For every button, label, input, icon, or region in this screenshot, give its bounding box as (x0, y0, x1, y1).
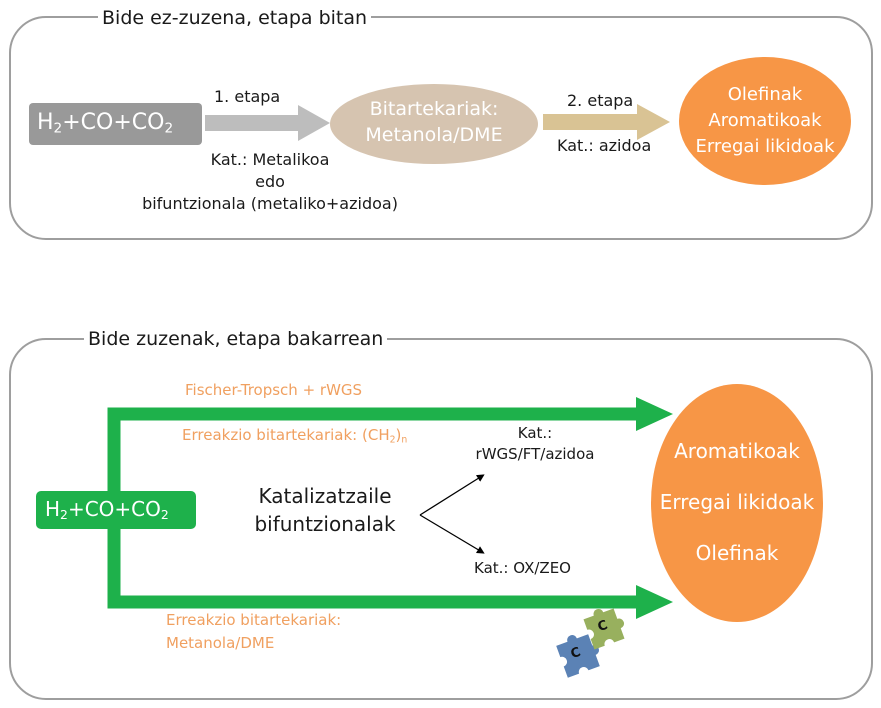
catalyst-center-line2: bifuntzionalak (254, 512, 396, 536)
upper-route-line (107, 407, 640, 496)
upper-route-intermediates: Erreakzio bitartekariak: (CH2)n (182, 426, 408, 446)
intermediate-line1: Bitartekariak: (369, 98, 499, 120)
step2-arrow (543, 104, 670, 140)
catalyst-upper-line2: rWGS/FT/azidoa (475, 445, 595, 463)
intermediate-ellipse (330, 84, 538, 164)
catalyst-upper-line1: Kat.: (517, 424, 553, 442)
top-panel-frame (9, 16, 873, 240)
bottom-product-2: Erregai likidoak (659, 490, 815, 514)
bottom-product-1: Aromatikoak (674, 439, 800, 463)
bottom-panel-frame (9, 338, 873, 700)
top-panel-title: Bide ez-zuzena, etapa bitan (98, 9, 372, 28)
step1-label: 1. etapa (214, 87, 281, 106)
puzzle-piece-blue-icon (556, 634, 600, 678)
intermediate-line2: Metanola/DME (365, 124, 503, 146)
catalyst-center-line1: Katalizatzaile (258, 484, 392, 508)
bottom-products-ellipse (651, 384, 823, 622)
bottom-panel-title: Bide zuzenak, etapa bakarrean (84, 330, 388, 349)
top-reactant-formula: H2+CO+CO2 (37, 110, 174, 137)
step2-label: 2. etapa (567, 91, 634, 110)
bottom-reactant-box (36, 491, 196, 529)
top-product-1: Olefinak (727, 84, 803, 105)
step1-arrow (205, 105, 330, 141)
step1-catalyst-line1: Kat.: Metalikoa (210, 150, 330, 169)
fork-arrow-upper (419, 474, 485, 516)
upper-route-name: Fischer-Tropsch + rWGS (185, 381, 363, 399)
lower-route-line1: Erreakzio bitartekariak: (166, 611, 342, 629)
top-products-ellipse (679, 57, 851, 185)
lower-route-line2: Metanola/DME (166, 634, 275, 652)
catalyst-lower: Kat.: OX/ZEO (474, 559, 571, 577)
upper-route-arrowhead (636, 397, 673, 431)
top-product-3: Erregai likidoak (695, 136, 835, 157)
top-product-2: Aromatikoak (708, 110, 822, 131)
step2-catalyst: Kat.: azidoa (557, 136, 652, 155)
bottom-reactant-formula: H2+CO+CO2 (45, 497, 169, 523)
fork-arrow-lower (419, 514, 485, 554)
top-reactant-box (29, 103, 202, 145)
lower-route-arrowhead (636, 585, 673, 619)
step1-catalyst-line3: bifuntzionala (metaliko+azidoa) (142, 194, 398, 213)
step1-catalyst-line2: edo (255, 172, 285, 191)
bottom-product-3: Olefinak (695, 541, 779, 565)
puzzle-piece-green-icon (583, 608, 625, 650)
lower-route-line (107, 526, 640, 609)
